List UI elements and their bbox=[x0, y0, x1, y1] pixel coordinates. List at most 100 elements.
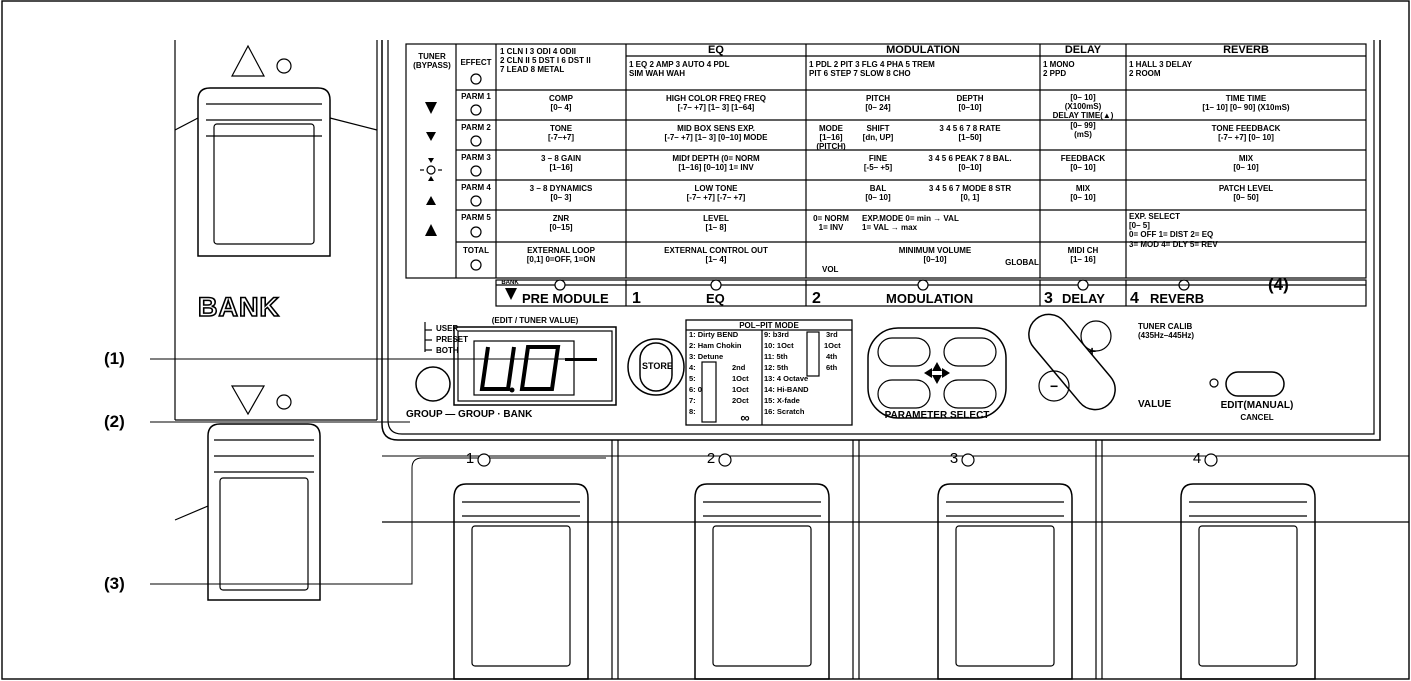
delay-header: DELAY bbox=[1064, 44, 1102, 56]
row-parm3-label: PARM 3 bbox=[461, 153, 491, 162]
total-eq: EXTERNAL CONTROL OUT [1– 4] bbox=[664, 246, 768, 265]
tuner-bypass-label: TUNER (BYPASS) bbox=[413, 52, 451, 71]
bank-up-pedal[interactable] bbox=[174, 44, 378, 257]
module-eq: EQ bbox=[706, 291, 725, 306]
group-indicator-icon bbox=[424, 322, 432, 352]
matrix-frame bbox=[405, 43, 1367, 279]
parm5-norm: 0= NORM 1= INV bbox=[813, 214, 849, 233]
edit-led-icon bbox=[1209, 378, 1219, 388]
callout-3: (3) bbox=[104, 574, 125, 593]
parm4-bal: BAL [0– 10] bbox=[865, 184, 891, 203]
pol-pit-box bbox=[685, 319, 853, 426]
display-caption: (EDIT / TUNER VALUE) bbox=[491, 316, 579, 325]
bank-up-led-icon bbox=[276, 58, 292, 74]
module-mod: MODULATION bbox=[886, 291, 974, 306]
pol-pit-title: POL–PIT MODE bbox=[739, 321, 799, 330]
pol-pit-row-13: 13: 4 Octave bbox=[764, 374, 809, 383]
parameter-select-pad bbox=[867, 327, 1007, 419]
parm2-rate: 3 4 5 6 7 8 RATE [1–50] bbox=[939, 124, 1001, 143]
footswitch-1-number: 1 bbox=[465, 450, 475, 467]
parm3-pre: 3 – 8 GAIN [1–16] bbox=[540, 154, 581, 173]
parm5-expmode: EXP.MODE 0= min → VAL 1= VAL → max bbox=[862, 214, 959, 233]
edit-manual-button[interactable] bbox=[1225, 371, 1285, 397]
main-panel-inner bbox=[387, 40, 1375, 435]
bank-down-small-icon bbox=[505, 288, 517, 300]
footswitch-3[interactable] bbox=[937, 483, 1073, 680]
total-vol: VOL bbox=[822, 265, 839, 274]
module-eq-number: 1 bbox=[632, 290, 641, 307]
footswitch-2[interactable] bbox=[694, 483, 830, 680]
pol-pit-row-10: 10: 1Oct bbox=[764, 341, 794, 350]
store-button-ring bbox=[627, 338, 685, 396]
pol-pit-extra-6: 1Oct bbox=[732, 374, 749, 383]
parm2-eq: MID BOX SENS EXP. [-7– +7] [1– 3] [0–10]… bbox=[664, 124, 768, 143]
display-digit-1 bbox=[479, 346, 516, 391]
store-button[interactable] bbox=[639, 342, 673, 392]
module-strip bbox=[495, 279, 1367, 307]
param-up-left-button[interactable] bbox=[877, 337, 931, 367]
parm4-mode: 3 4 5 6 7 MODE 8 STR [0, 1] bbox=[928, 184, 1012, 203]
pol-pit-infinity: ∞ bbox=[740, 410, 750, 425]
row-parm1-label: PARM 1 bbox=[461, 92, 491, 101]
param-down-left-button[interactable] bbox=[877, 379, 931, 409]
parm5-reverb: EXP. SELECT [0– 5] 0= OFF 1= DIST 2= EQ … bbox=[1129, 212, 1218, 249]
total-delay: MIDI CH [1– 16] bbox=[1067, 246, 1099, 265]
pol-pit-row-8: 8: bbox=[689, 407, 696, 416]
pol-pit-row-1: 1: Dirty BEND bbox=[689, 330, 739, 339]
parm4-pre: 3 – 8 DYNAMICS [0– 3] bbox=[529, 184, 593, 203]
parm4-eq: LOW TONE [-7– +7] [-7– +7] bbox=[686, 184, 746, 203]
parm1-pitch: PITCH [0– 24] bbox=[865, 94, 891, 113]
param-down-right-button[interactable] bbox=[943, 379, 997, 409]
group-button[interactable] bbox=[415, 366, 451, 402]
footswitch-2-number: 2 bbox=[706, 450, 716, 467]
row-parm2-label: PARM 2 bbox=[461, 123, 491, 132]
footswitch-3-number: 3 bbox=[949, 450, 959, 467]
footswitch-4[interactable] bbox=[1180, 483, 1316, 680]
row-total-label: TOTAL bbox=[463, 246, 489, 255]
module-delay-number: 3 bbox=[1044, 290, 1053, 307]
pol-pit-row-5: 5: bbox=[689, 374, 696, 383]
row-leds bbox=[470, 73, 482, 271]
pol-pit-row-11: 11: 5th bbox=[764, 352, 788, 361]
parm2-pre: TONE [-7–+7] bbox=[547, 124, 574, 143]
global-label: GLOBAL bbox=[1005, 258, 1039, 267]
parm3-fine: FINE [-5– +5] bbox=[863, 154, 893, 173]
parm5-pre: ZNR [0–15] bbox=[549, 214, 573, 233]
module-delay: DELAY bbox=[1062, 291, 1105, 306]
parm4-delay: MIX [0– 10] bbox=[1070, 184, 1096, 203]
four-way-arrow-icon bbox=[924, 362, 950, 384]
main-panel-border bbox=[381, 40, 1381, 441]
cancel-label: CANCEL bbox=[1240, 413, 1274, 422]
group-preset-label: PRESET bbox=[436, 335, 469, 344]
tuner-calib-label: TUNER CALIB (435Hz–445Hz) bbox=[1138, 322, 1195, 341]
callout-2: (2) bbox=[104, 412, 125, 431]
modulation-header: MODULATION bbox=[886, 44, 960, 56]
effect-cell-eq: 1 EQ 2 AMP 3 AUTO 4 PDL SIM WAH WAH bbox=[629, 60, 730, 79]
callout-4: (4) bbox=[1268, 275, 1289, 294]
footswitch-4-number: 4 bbox=[1192, 450, 1202, 467]
pol-pit-row-6: 6: 0 bbox=[689, 385, 702, 394]
pol-pit-row-14: 14: Hi-BAND bbox=[764, 385, 809, 394]
param-up-right-button[interactable] bbox=[943, 337, 997, 367]
footswitch-1[interactable] bbox=[453, 483, 589, 680]
total-mod: MINIMUM VOLUME [0–10] bbox=[898, 246, 972, 265]
parm3-eq: MIDf DEPTH (0= NORM [1–16] [0–10] 1= INV bbox=[672, 154, 760, 173]
parameter-select-label: PARAMETER SELECT bbox=[884, 410, 990, 421]
total-pre: EXTERNAL LOOP [0,1] 0=OFF, 1=ON bbox=[526, 246, 596, 265]
effect-cell-reverb: 1 HALL 3 DELAY 2 ROOM bbox=[1129, 60, 1193, 79]
pol-pit-extra-2: 1Oct bbox=[824, 341, 841, 350]
effect-cell-delay: 1 MONO 2 PPD bbox=[1043, 60, 1075, 79]
pol-pit-row-7: 7: bbox=[689, 396, 696, 405]
bank-small-label: BANK bbox=[501, 280, 519, 286]
parm2-shift: SHIFT [dn, UP] bbox=[862, 124, 894, 143]
parm3-delay: FEEDBACK [0– 10] bbox=[1060, 154, 1106, 173]
parm3-peak: 3 4 5 6 PEAK 7 8 BAL. [0–10] bbox=[928, 154, 1012, 173]
pol-pit-row-3: 3: Detune bbox=[689, 352, 724, 361]
parm2-reverb: TONE FEEDBACK [-7– +7] [0– 10] bbox=[1211, 124, 1281, 143]
pol-pit-extra-3: 4th bbox=[826, 352, 838, 361]
bank-down-pedal[interactable] bbox=[174, 385, 321, 601]
callout-1: (1) bbox=[104, 349, 125, 368]
value-rocker[interactable] bbox=[1021, 306, 1124, 418]
eq-header: EQ bbox=[708, 44, 724, 56]
